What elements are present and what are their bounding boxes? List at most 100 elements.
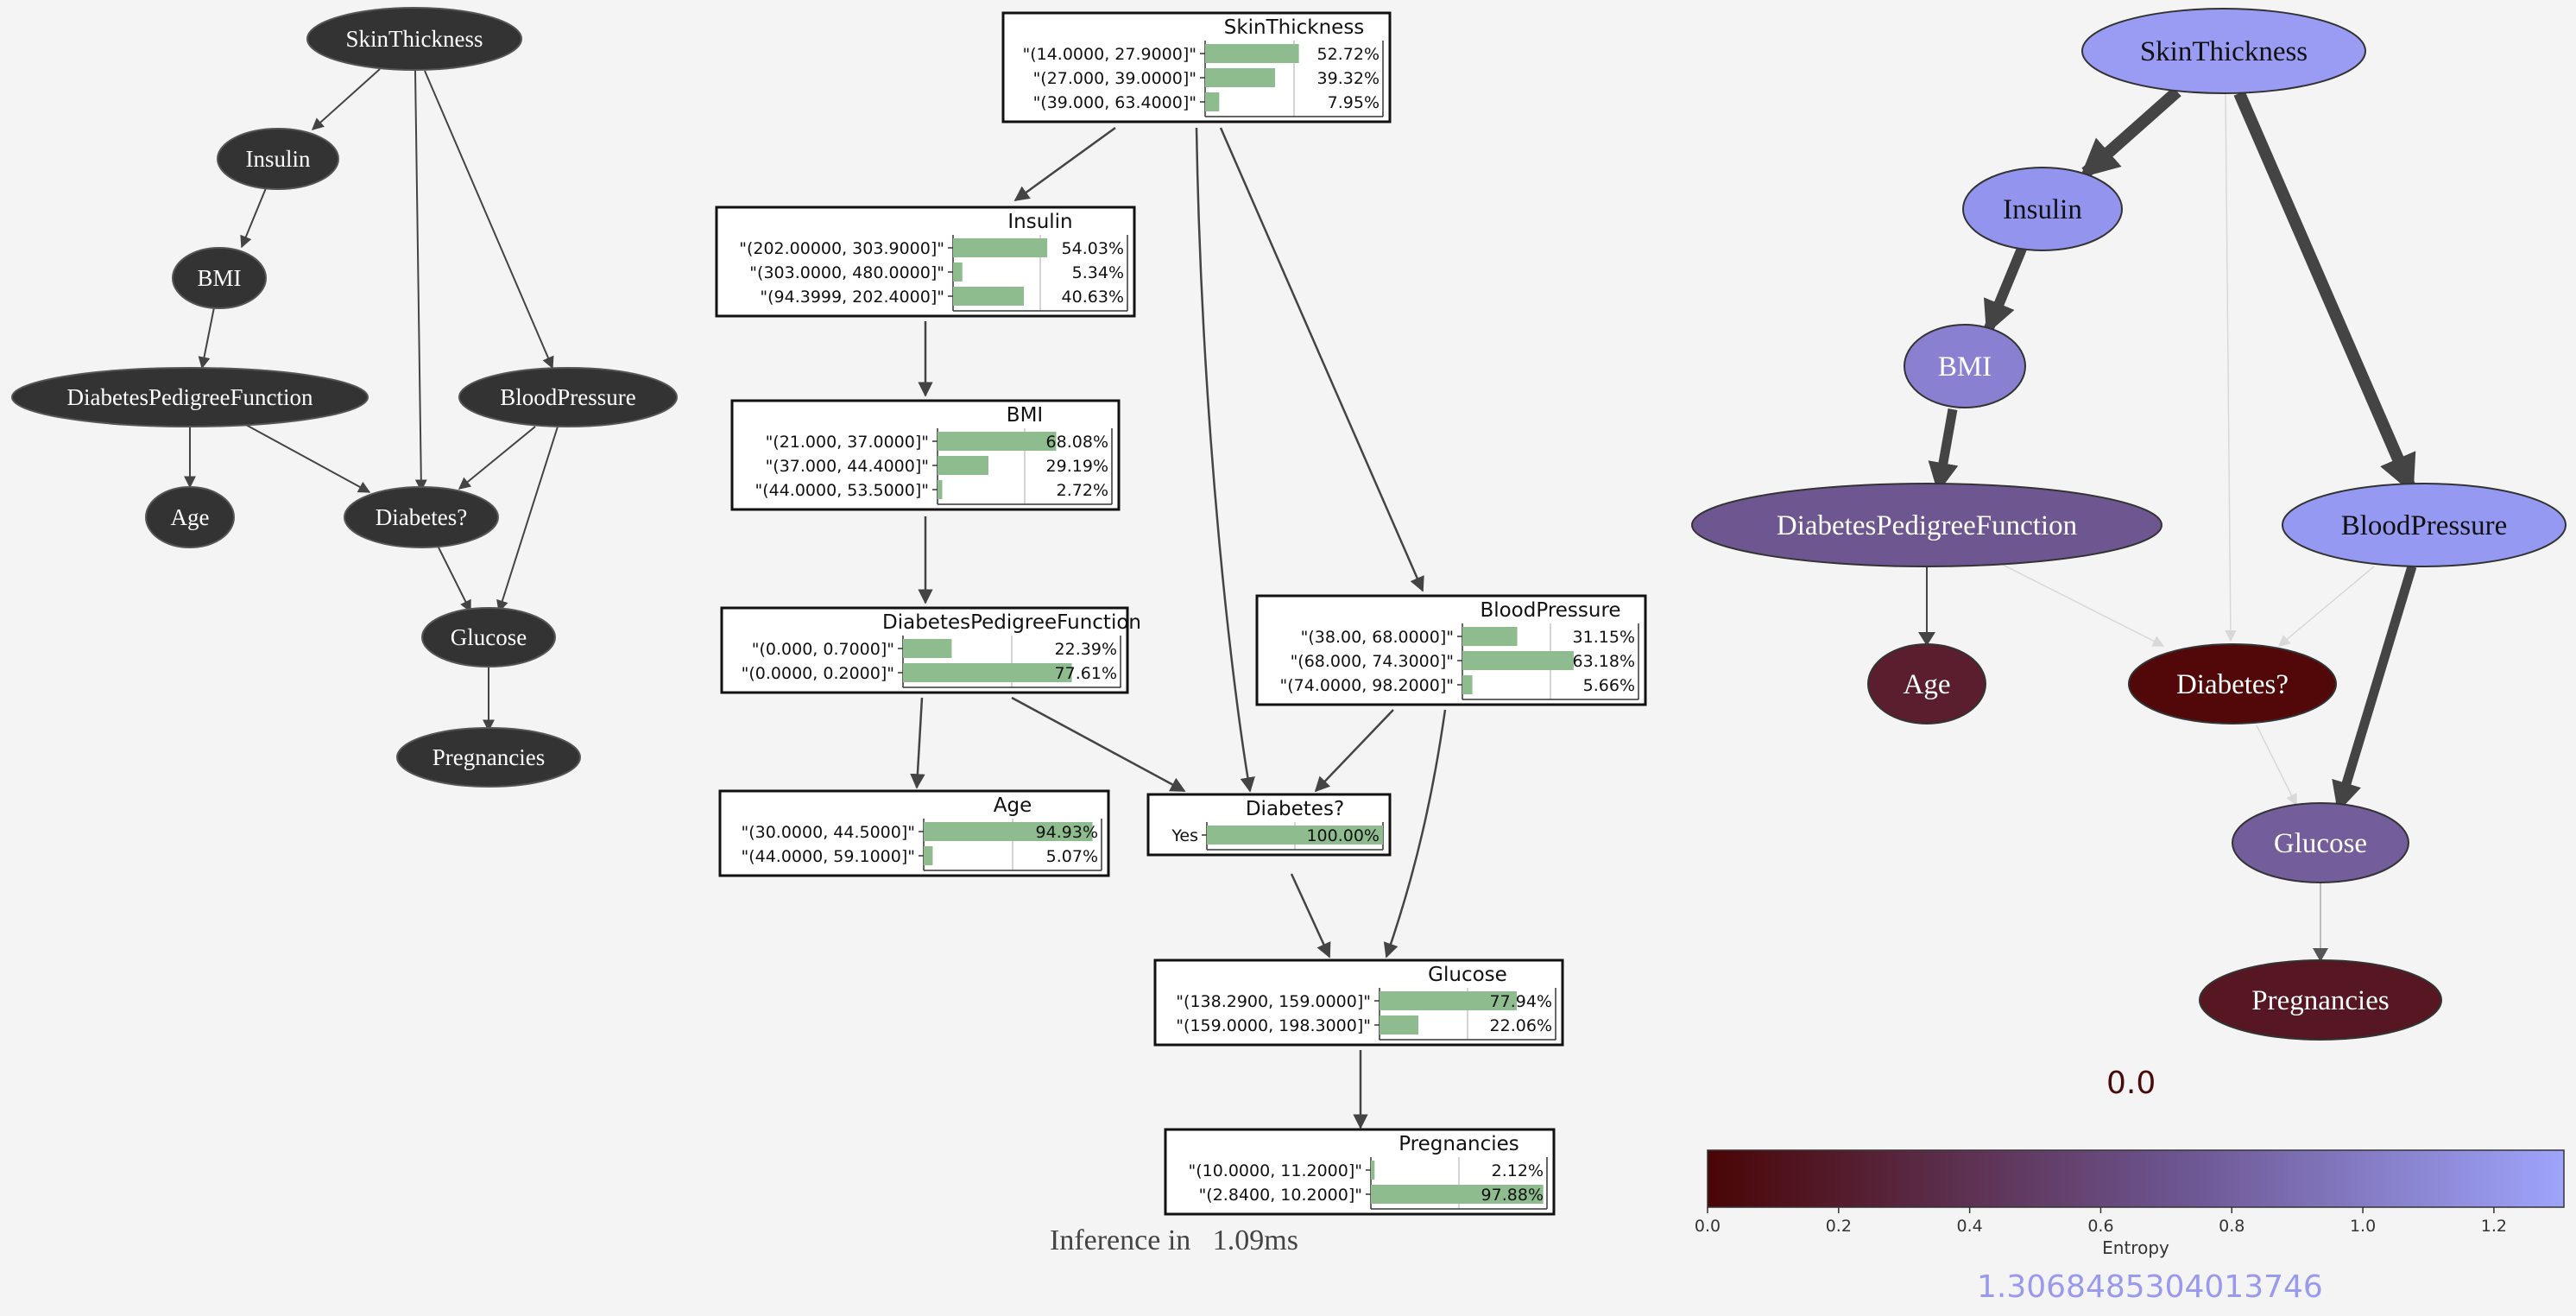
left-node-dpf[interactable]: DiabetesPedigreeFunction bbox=[11, 367, 369, 427]
middle-node-bmi-state-label: "(44.0000, 53.5000]" bbox=[754, 481, 929, 500]
left-node-age-label: Age bbox=[171, 504, 210, 530]
right-node-insulin-shape bbox=[1962, 167, 2123, 251]
colorbar-label: Entropy bbox=[2102, 1237, 2169, 1258]
left-node-insulin-label: Insulin bbox=[245, 146, 311, 172]
middle-node-insulin-box bbox=[715, 206, 1136, 318]
left-node-insulin[interactable]: Insulin bbox=[217, 128, 339, 190]
edge-m-skin-diabetes bbox=[1195, 127, 1255, 793]
middle-node-dpf[interactable]: DiabetesPedigreeFunction"(0.000, 0.7000]… bbox=[720, 606, 1141, 694]
middle-node-insulin-state-label: "(202.00000, 303.9000]" bbox=[739, 239, 944, 258]
right-node-insulin-label: Insulin bbox=[2003, 194, 2082, 225]
middle-node-insulin-state-label: "(303.0000, 480.0000]" bbox=[749, 263, 944, 282]
left-node-preg-label: Pregnancies bbox=[432, 744, 545, 770]
middle-node-bmi-bar bbox=[938, 432, 1057, 451]
inference-label: Inference in bbox=[1050, 1224, 1191, 1256]
middle-node-skin-state-pct: 7.95% bbox=[1328, 93, 1380, 112]
edge-m-diabetes-glucose bbox=[1290, 873, 1331, 959]
colorbar-tick-label: 0.6 bbox=[2087, 1217, 2113, 1236]
middle-node-preg-bar bbox=[1371, 1185, 1544, 1204]
middle-node-bmi-title: BMI bbox=[1007, 404, 1043, 427]
right-node-age[interactable]: Age bbox=[1867, 643, 1986, 724]
middle-node-diabetes-title: Diabetes? bbox=[1246, 798, 1344, 820]
edge-r-dpf-age-head bbox=[1918, 632, 1935, 646]
colorbar-tick-label: 1.2 bbox=[2481, 1217, 2507, 1236]
right-node-skin[interactable]: SkinThickness bbox=[2081, 8, 2366, 94]
middle-node-insulin[interactable]: Insulin"(202.00000, 303.9000]"54.03%"(30… bbox=[715, 206, 1136, 318]
edge-bp-diabetes bbox=[458, 426, 536, 490]
colorbar-tick-label: 1.0 bbox=[2350, 1217, 2376, 1236]
middle-node-dpf-state-label: "(0.0000, 0.2000]" bbox=[742, 664, 894, 683]
right-node-skin-shape bbox=[2081, 8, 2366, 94]
left-graph: SkinThickness Insulin BMI DiabetesPedigr… bbox=[11, 7, 678, 788]
middle-node-bmi-bar bbox=[938, 480, 943, 499]
right-node-age-shape bbox=[1867, 643, 1986, 724]
left-node-bmi[interactable]: BMI bbox=[172, 247, 267, 309]
middle-node-bp-box bbox=[1255, 594, 1647, 706]
edge-r-skin-bp bbox=[2233, 91, 2416, 495]
left-node-diabetes[interactable]: Diabetes? bbox=[344, 486, 499, 548]
colorbar-tick-label: 0.2 bbox=[1826, 1217, 1852, 1236]
middle-node-skin-state-pct: 52.72% bbox=[1317, 45, 1380, 64]
middle-node-bmi[interactable]: BMI"(21.000, 37.0000]"68.08%"(37.000, 44… bbox=[730, 399, 1121, 511]
middle-node-skin[interactable]: SkinThickness"(14.0000, 27.9000]"52.72%"… bbox=[1001, 11, 1392, 123]
middle-node-skin-title: SkinThickness bbox=[1224, 16, 1365, 39]
left-node-age[interactable]: Age bbox=[145, 486, 235, 548]
left-node-preg[interactable]: Pregnancies bbox=[396, 727, 581, 788]
right-node-preg[interactable]: Pregnancies bbox=[2199, 959, 2442, 1041]
middle-node-bmi-state-label: "(37.000, 44.4000]" bbox=[766, 457, 929, 476]
middle-node-dpf-title: DiabetesPedigreeFunction bbox=[882, 611, 1141, 634]
middle-node-age-state-label: "(30.0000, 44.5000]" bbox=[741, 823, 915, 842]
middle-node-insulin-state-pct: 54.03% bbox=[1062, 239, 1124, 258]
middle-node-preg-title: Pregnancies bbox=[1398, 1133, 1519, 1155]
right-node-diabetes-label: Diabetes? bbox=[2176, 669, 2289, 700]
edge-r-diabetes-glucose bbox=[2256, 724, 2297, 807]
middle-node-bp-state-pct: 5.66% bbox=[1583, 676, 1635, 695]
right-node-preg-label: Pregnancies bbox=[2251, 985, 2389, 1016]
middle-node-skin-box bbox=[1001, 11, 1392, 123]
middle-node-bmi-state-pct: 68.08% bbox=[1046, 433, 1108, 452]
middle-node-glucose-bar bbox=[1380, 1015, 1419, 1034]
middle-node-dpf-bar bbox=[903, 663, 1072, 682]
middle-node-dpf-state-pct: 77.61% bbox=[1055, 664, 1117, 683]
middle-node-diabetes-bar bbox=[1207, 826, 1383, 845]
middle-node-diabetes-box bbox=[1146, 793, 1392, 857]
right-node-insulin[interactable]: Insulin bbox=[1962, 167, 2123, 251]
edge-bmi-dpf bbox=[198, 307, 215, 370]
left-node-bp[interactable]: BloodPressure bbox=[458, 367, 678, 427]
right-edges bbox=[1918, 86, 2417, 962]
right-node-diabetes[interactable]: Diabetes? bbox=[2128, 643, 2337, 724]
edge-m-bp-diabetes bbox=[1314, 709, 1394, 793]
middle-node-glucose[interactable]: Glucose"(138.2900, 159.0000]"77.94%"(159… bbox=[1153, 959, 1564, 1047]
right-node-glucose[interactable]: Glucose bbox=[2232, 802, 2409, 883]
middle-node-preg-state-pct: 97.88% bbox=[1481, 1186, 1544, 1205]
colorbar-tick-label: 0.8 bbox=[2219, 1217, 2245, 1236]
edge-m-skin-insulin bbox=[1013, 126, 1116, 202]
middle-node-skin-bar bbox=[1205, 92, 1220, 111]
right-node-bmi-shape bbox=[1904, 324, 2026, 408]
middle-node-bp-bar bbox=[1462, 627, 1518, 646]
middle-node-bp-state-label: "(74.0000, 98.2000]" bbox=[1279, 676, 1454, 695]
edge-m-dpf-diabetes bbox=[1011, 696, 1186, 793]
middle-node-bmi-box bbox=[730, 399, 1121, 511]
middle-node-age[interactable]: Age"(30.0000, 44.5000]"94.93%"(44.0000, … bbox=[718, 789, 1110, 877]
right-node-bmi[interactable]: BMI bbox=[1904, 324, 2026, 408]
right-node-bp[interactable]: BloodPressure bbox=[2282, 483, 2567, 567]
middle-node-diabetes-state-pct: 100.00% bbox=[1306, 826, 1380, 845]
left-node-glucose[interactable]: Glucose bbox=[421, 607, 556, 667]
middle-node-age-state-pct: 94.93% bbox=[1036, 823, 1098, 842]
left-node-bmi-label: BMI bbox=[197, 265, 241, 291]
middle-node-age-bar bbox=[924, 846, 933, 865]
edge-skin-insulin bbox=[311, 68, 381, 130]
middle-node-bp-state-label: "(38.00, 68.0000]" bbox=[1301, 628, 1454, 647]
middle-node-skin-state-label: "(14.0000, 27.9000]" bbox=[1022, 45, 1196, 64]
right-node-dpf[interactable]: DiabetesPedigreeFunction bbox=[1691, 483, 2162, 567]
entropy-max-label: 1.3068485304013746 bbox=[1977, 1269, 2323, 1305]
middle-node-preg[interactable]: Pregnancies"(10.0000, 11.2000]"2.12%"(2.… bbox=[1164, 1128, 1556, 1216]
colorbar-gradient bbox=[1707, 1149, 2565, 1208]
middle-node-glucose-state-label: "(138.2900, 159.0000]" bbox=[1176, 992, 1371, 1011]
right-node-bp-label: BloodPressure bbox=[2341, 510, 2508, 541]
middle-node-bp[interactable]: BloodPressure"(38.00, 68.0000]"31.15%"(6… bbox=[1255, 594, 1647, 706]
left-node-skin[interactable]: SkinThickness bbox=[306, 7, 522, 71]
